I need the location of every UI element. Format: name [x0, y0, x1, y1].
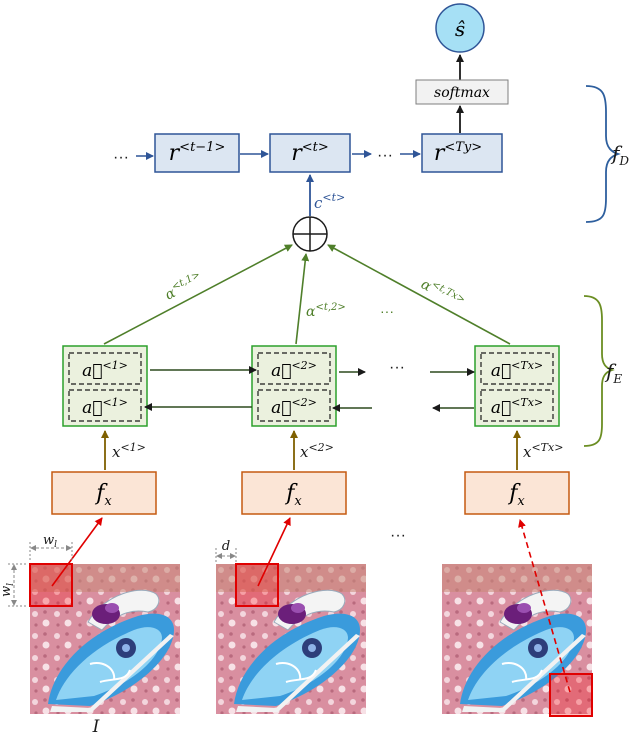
r-last-label: r [434, 141, 446, 166]
decoder-brace [585, 85, 621, 223]
r-cur-label: r [291, 141, 303, 166]
r-prev-label: r [169, 141, 181, 166]
input-image-2 [215, 563, 367, 715]
r-prev-sup: <t−1> [179, 140, 225, 155]
decoder-state-last: r<Ty> [421, 133, 503, 173]
r-last-sup: <Ty> [444, 140, 482, 155]
encoder-backward-3: a⃖<Tx> [491, 396, 543, 418]
softmax-box: softmax [415, 79, 509, 105]
feature-extractor-3: fx [464, 471, 570, 515]
sliding-window-1 [29, 563, 73, 607]
encoder-brace-label: fE [604, 359, 622, 386]
encoder-forward-2: a⃗<2> [271, 359, 317, 381]
image-label: I [92, 717, 100, 736]
sum-node [292, 216, 328, 252]
attention-weight-2: α<t,2> [306, 302, 346, 320]
encoder-forward-1: a⃗<1> [82, 359, 128, 381]
attention-arrow-2 [295, 253, 310, 345]
encoder-block-2: a⃗<2> a⃖<2> [251, 345, 337, 427]
encoder-brace [583, 295, 615, 447]
encoder-block-3: a⃗<Tx> a⃖<Tx> [474, 345, 560, 427]
encoder-backward-2: a⃖<2> [271, 396, 317, 418]
r-cur-sup: <t> [302, 140, 329, 155]
svg-text:r<t>: r<t> [291, 140, 329, 166]
encoder-block-1: a⃗<1> a⃖<1> [62, 345, 148, 427]
attention-ellipsis: ··· [380, 303, 394, 319]
feature-extractor-1: fx [51, 471, 157, 515]
x3-label: x<Tx> [523, 441, 563, 461]
feature-extractor-2: fx [241, 471, 347, 515]
stride-label: d [222, 539, 230, 554]
input-image-1 [29, 563, 181, 715]
svg-text:r<t−1>: r<t−1> [169, 140, 226, 166]
decoder-state-prev: r<t−1> [154, 133, 240, 173]
window-arrow-1 [51, 517, 103, 587]
sliding-window-3 [549, 673, 593, 717]
softmax-label: softmax [434, 85, 490, 101]
x2-label: x<2> [300, 441, 334, 461]
attention-arrow-3 [327, 244, 511, 345]
window-width-label: wl [43, 533, 57, 550]
svg-text:r<Ty>: r<Ty> [434, 140, 482, 166]
encoder-backward-1: a⃖<1> [82, 396, 128, 418]
encoder-forward-3: a⃗<Tx> [491, 359, 543, 381]
attention-weight-1: α<t,1> [162, 269, 206, 303]
window-height-label: wl [0, 583, 16, 597]
decoder-brace-label: fD [610, 141, 629, 168]
window-arrow-2 [257, 517, 291, 587]
feature-ellipsis: ··· [390, 527, 406, 544]
context-label: c<t> [314, 191, 345, 212]
sliding-window-2 [235, 563, 279, 607]
output-label: ŝ [455, 17, 465, 41]
x1-label: x<1> [112, 441, 146, 461]
decoder-state-current: r<t> [269, 133, 351, 173]
decoder-ellipsis-mid: ··· [377, 147, 393, 164]
output-node: ŝ [435, 3, 485, 53]
encoder-ellipsis: ··· [389, 359, 405, 376]
attention-arrow-1 [103, 244, 293, 345]
input-image-3 [441, 563, 593, 717]
decoder-ellipsis-left: ··· [113, 149, 129, 166]
